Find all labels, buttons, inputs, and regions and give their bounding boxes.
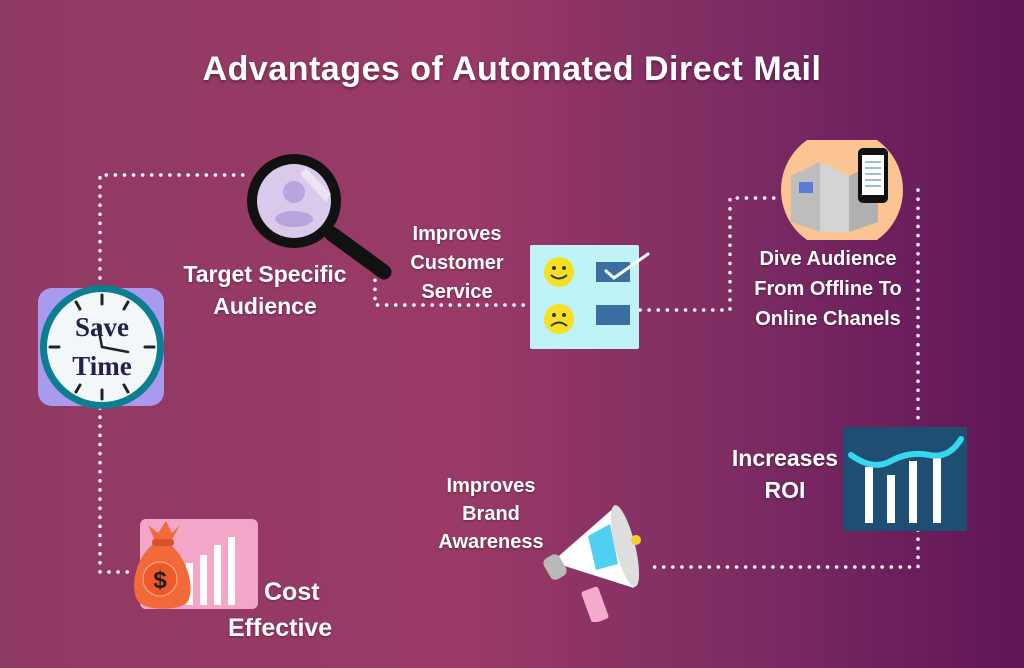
label-line: ROI: [764, 477, 806, 503]
page-title: Advantages of Automated Direct Mail: [202, 50, 822, 88]
label-line: Brand: [462, 503, 520, 525]
save-time-label: Save: [75, 312, 129, 342]
connector-target-service: [373, 260, 532, 307]
label-line: Audience: [213, 293, 317, 319]
label-line: Customer: [410, 252, 504, 274]
cost-effective-label: Cost Effective: [228, 574, 368, 646]
label-line: Effective: [228, 614, 333, 642]
label-line: Awareness: [438, 531, 544, 553]
brochure-phone-icon: [781, 140, 903, 240]
label-line: Service: [421, 281, 493, 303]
label-line: Increases: [731, 445, 839, 471]
feedback-checklist-icon: [530, 245, 650, 349]
target-audience-label: Target Specific Audience: [160, 258, 370, 322]
label-line: Online Chanels: [755, 308, 901, 330]
save-time-label-2: Time: [72, 351, 132, 381]
customer-service-label: Improves Customer Service: [402, 220, 512, 307]
label-line: Target Specific: [183, 261, 347, 287]
clock-icon: Save Time: [38, 285, 164, 409]
connector-service-dive: [638, 196, 777, 312]
magnifier-user-icon: [247, 154, 392, 280]
label-line: Improves: [446, 475, 536, 497]
connector-left-bottom: [98, 406, 137, 574]
connector-top-left: [98, 173, 247, 280]
offline-online-label: Dive Audience From Offline To Online Cha…: [728, 244, 928, 334]
money-bag-chart-icon: $: [134, 519, 258, 609]
dollar-sign: $: [153, 567, 167, 594]
label-line: Dive Audience: [759, 248, 897, 270]
label-line: From Offline To: [754, 278, 902, 300]
brand-awareness-label: Improves Brand Awareness: [420, 472, 562, 556]
connector-roi-brand: [648, 528, 920, 569]
label-line: Cost: [264, 578, 320, 606]
megaphone-icon: [543, 505, 641, 622]
increases-roi-label: Increases ROI: [720, 442, 850, 506]
label-line: Improves: [412, 223, 502, 245]
growth-bar-chart-icon: [843, 427, 967, 531]
